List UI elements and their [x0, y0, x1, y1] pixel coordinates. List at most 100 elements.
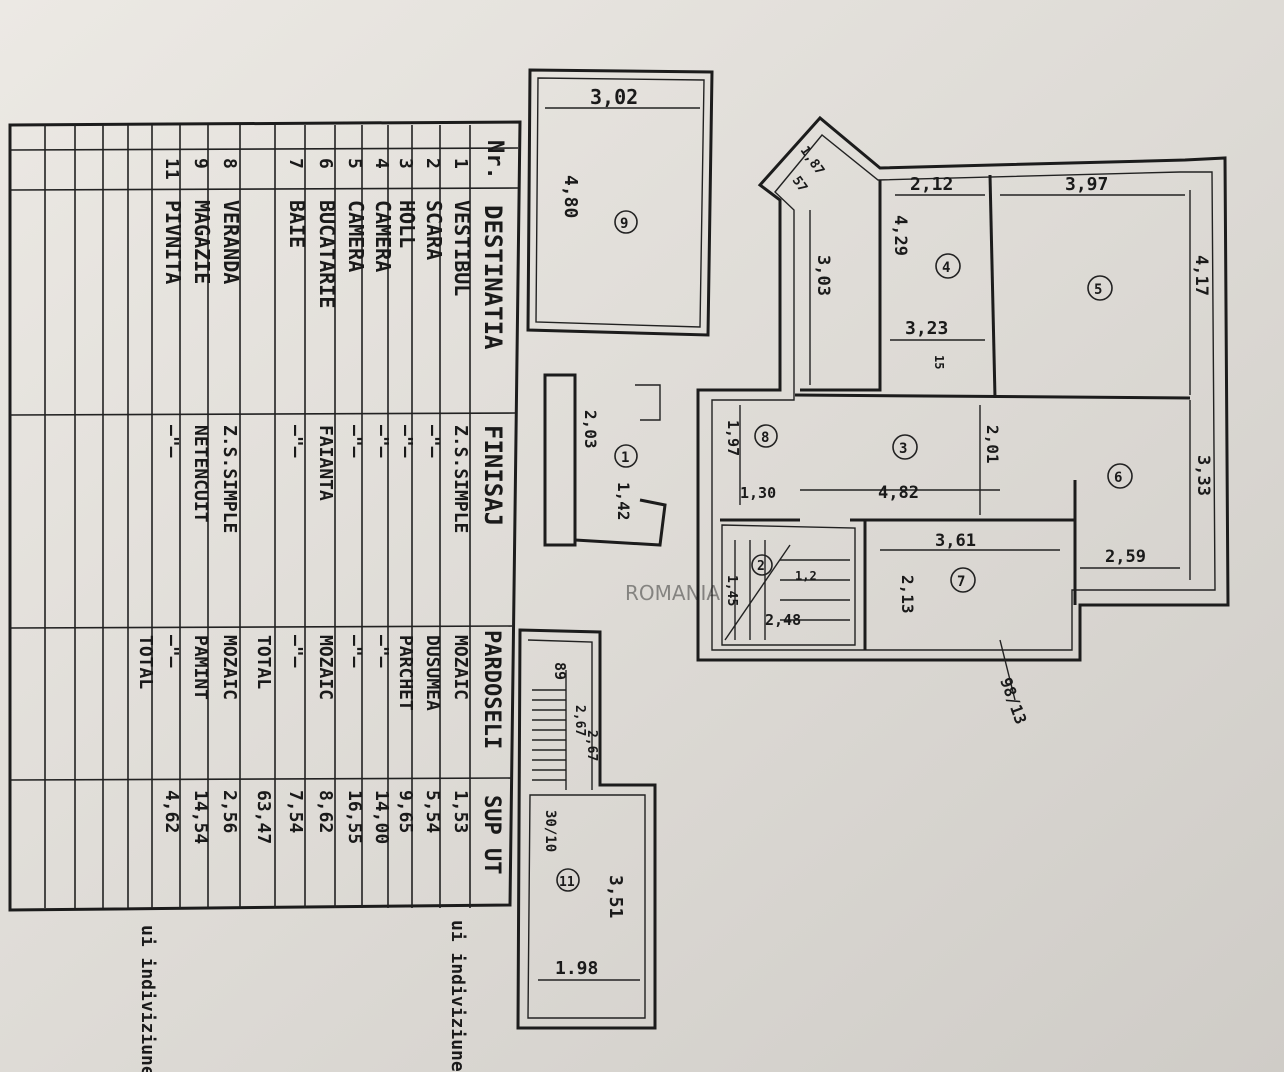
room-3-marker — [892, 434, 918, 460]
table-cell-pard: PARCHET — [395, 635, 416, 711]
dim-3-width: 4,82 — [878, 483, 919, 503]
table-cell-pard: —"— — [161, 635, 182, 668]
header-finisaj: FINISAJ — [479, 425, 507, 526]
room-5-label: 5 — [1094, 282, 1102, 298]
dim-9-width: 3,02 — [590, 85, 638, 109]
stair-height: 2,67 — [572, 705, 587, 736]
room-4: 4 2,12 4,29 3,23 3,03 — [813, 174, 961, 339]
dim-9-height: 4,80 — [560, 175, 581, 218]
table-cell-fin: —"— — [285, 425, 306, 458]
table-cell-pard: —"— — [371, 635, 392, 668]
table-cell-pard: DUSUMEA — [422, 635, 443, 711]
dim-2-c: 1,2 — [795, 569, 817, 583]
table-cell-nr: 7 — [285, 158, 306, 169]
table-cell-fin: —"— — [422, 425, 443, 458]
room-11-marker — [556, 868, 580, 892]
table-cell-dest: CAMERA — [344, 200, 368, 272]
table-cell-fin: —"— — [344, 425, 365, 458]
room-8: 8 1,97 1,30 — [724, 420, 778, 502]
dim-7-top: 3,61 — [935, 531, 976, 551]
table-cell-pard: —"— — [285, 635, 306, 668]
table-cell-sup: 14,54 — [190, 790, 211, 844]
room-schedule-table: Nr. DESTINATIA FINISAJ PARDOSELI SUP UT … — [8, 120, 522, 1072]
table-cell-dest: SCARA — [422, 200, 446, 260]
room-1-marker — [614, 444, 638, 468]
table-cell-sup: 2,56 — [219, 790, 240, 833]
table-cell-pard: MOZAIC — [450, 635, 471, 700]
dim-2-a: 1,45 — [724, 575, 739, 606]
table-cell-nr: 3 — [395, 158, 416, 169]
room-4-marker — [935, 253, 961, 279]
dim-1-height: 2,03 — [581, 410, 600, 449]
room-7: 7 3,61 2,13 — [898, 531, 976, 614]
table-row: TOTAL — [135, 635, 156, 689]
table-cell-pard: MOZAIC — [219, 635, 240, 700]
header-nr: Nr. — [482, 140, 507, 180]
table-cell-dest: PIVNITA — [161, 200, 185, 284]
room-9-label: 9 — [620, 216, 628, 232]
room-6: 6 3,33 2,59 — [1105, 455, 1213, 567]
stair-height-2: 2,67 — [584, 730, 599, 761]
dim-6-side: 3,33 — [1193, 455, 1213, 496]
table-cell-dest: VERANDA — [219, 200, 243, 284]
room-4-label: 4 — [942, 260, 950, 276]
dim-diagonal-2: 57 — [789, 174, 810, 195]
dim-4-bottom: 3,23 — [905, 318, 948, 339]
watermark: ROMANIA — [625, 581, 720, 605]
dim-4-left: 3,03 — [813, 255, 833, 296]
dim-11-width: 1.98 — [555, 958, 598, 979]
table-cell-sup: 63,47 — [253, 790, 274, 844]
dim-6-bottom: 2,59 — [1105, 547, 1146, 567]
table-cell-sup: 14,00 — [371, 790, 392, 844]
room-5-marker — [1087, 275, 1113, 301]
table-cell-nr: 5 — [344, 158, 365, 169]
dim-4-top: 2,12 — [910, 174, 953, 195]
room-11-label: 11 — [559, 875, 575, 890]
room-8-marker — [754, 424, 778, 448]
dim-2-b: 2,48 — [765, 611, 801, 629]
table-cell-nr: 1 — [450, 158, 471, 169]
room-2-label: 2 — [757, 559, 765, 574]
table-cell-pard: —"— — [344, 635, 365, 668]
room-6-marker — [1107, 463, 1133, 489]
room-9-marker — [614, 210, 638, 234]
table-cell-fin: —"— — [395, 425, 416, 458]
table-body: 1VESTIBULZ.S.SIMPLEMOZAIC1,532SCARA—"—DU… — [135, 158, 474, 844]
table-cell-sup: 9,65 — [395, 790, 416, 833]
room-8-label: 8 — [761, 430, 769, 446]
table-cell-pard: TOTAL — [135, 635, 156, 689]
dim-3-height: 2,01 — [983, 425, 1002, 464]
table-cell-fin: —"— — [161, 425, 182, 458]
dim-small: 15 — [932, 355, 946, 369]
header-destinatia: DESTINATIA — [479, 205, 507, 350]
room-3: 3 4,82 2,01 — [878, 425, 1002, 503]
table-cell-nr: 4 — [371, 158, 392, 169]
header-pardoseli: PARDOSELI — [479, 630, 504, 749]
table-cell-sup: 4,62 — [161, 790, 182, 833]
dim-5-side: 4,17 — [1191, 255, 1211, 296]
table-cell-dest: BAIE — [285, 200, 309, 248]
table-cell-fin: Z.S.SIMPLE — [219, 425, 240, 533]
table-cell-dest: HOLL — [395, 200, 419, 248]
table-cell-nr: 2 — [422, 158, 443, 169]
table-cell-sup: 16,55 — [344, 790, 365, 844]
dim-5-top: 3,97 — [1065, 174, 1108, 195]
room-7-label: 7 — [957, 574, 965, 590]
table-cell-dest: VESTIBUL — [450, 200, 474, 296]
side-note-bottom: ui indiviziune — [137, 925, 158, 1072]
room-3-label: 3 — [899, 441, 907, 457]
dim-8-height: 1,97 — [724, 420, 742, 456]
main-floor-plan: 4 2,12 4,29 3,23 3,03 5 3,97 4,17 3 4,82… — [696, 115, 1230, 727]
room-11: 89 2,67 2,67 30/10 11 3,51 1.98 — [516, 628, 657, 1030]
